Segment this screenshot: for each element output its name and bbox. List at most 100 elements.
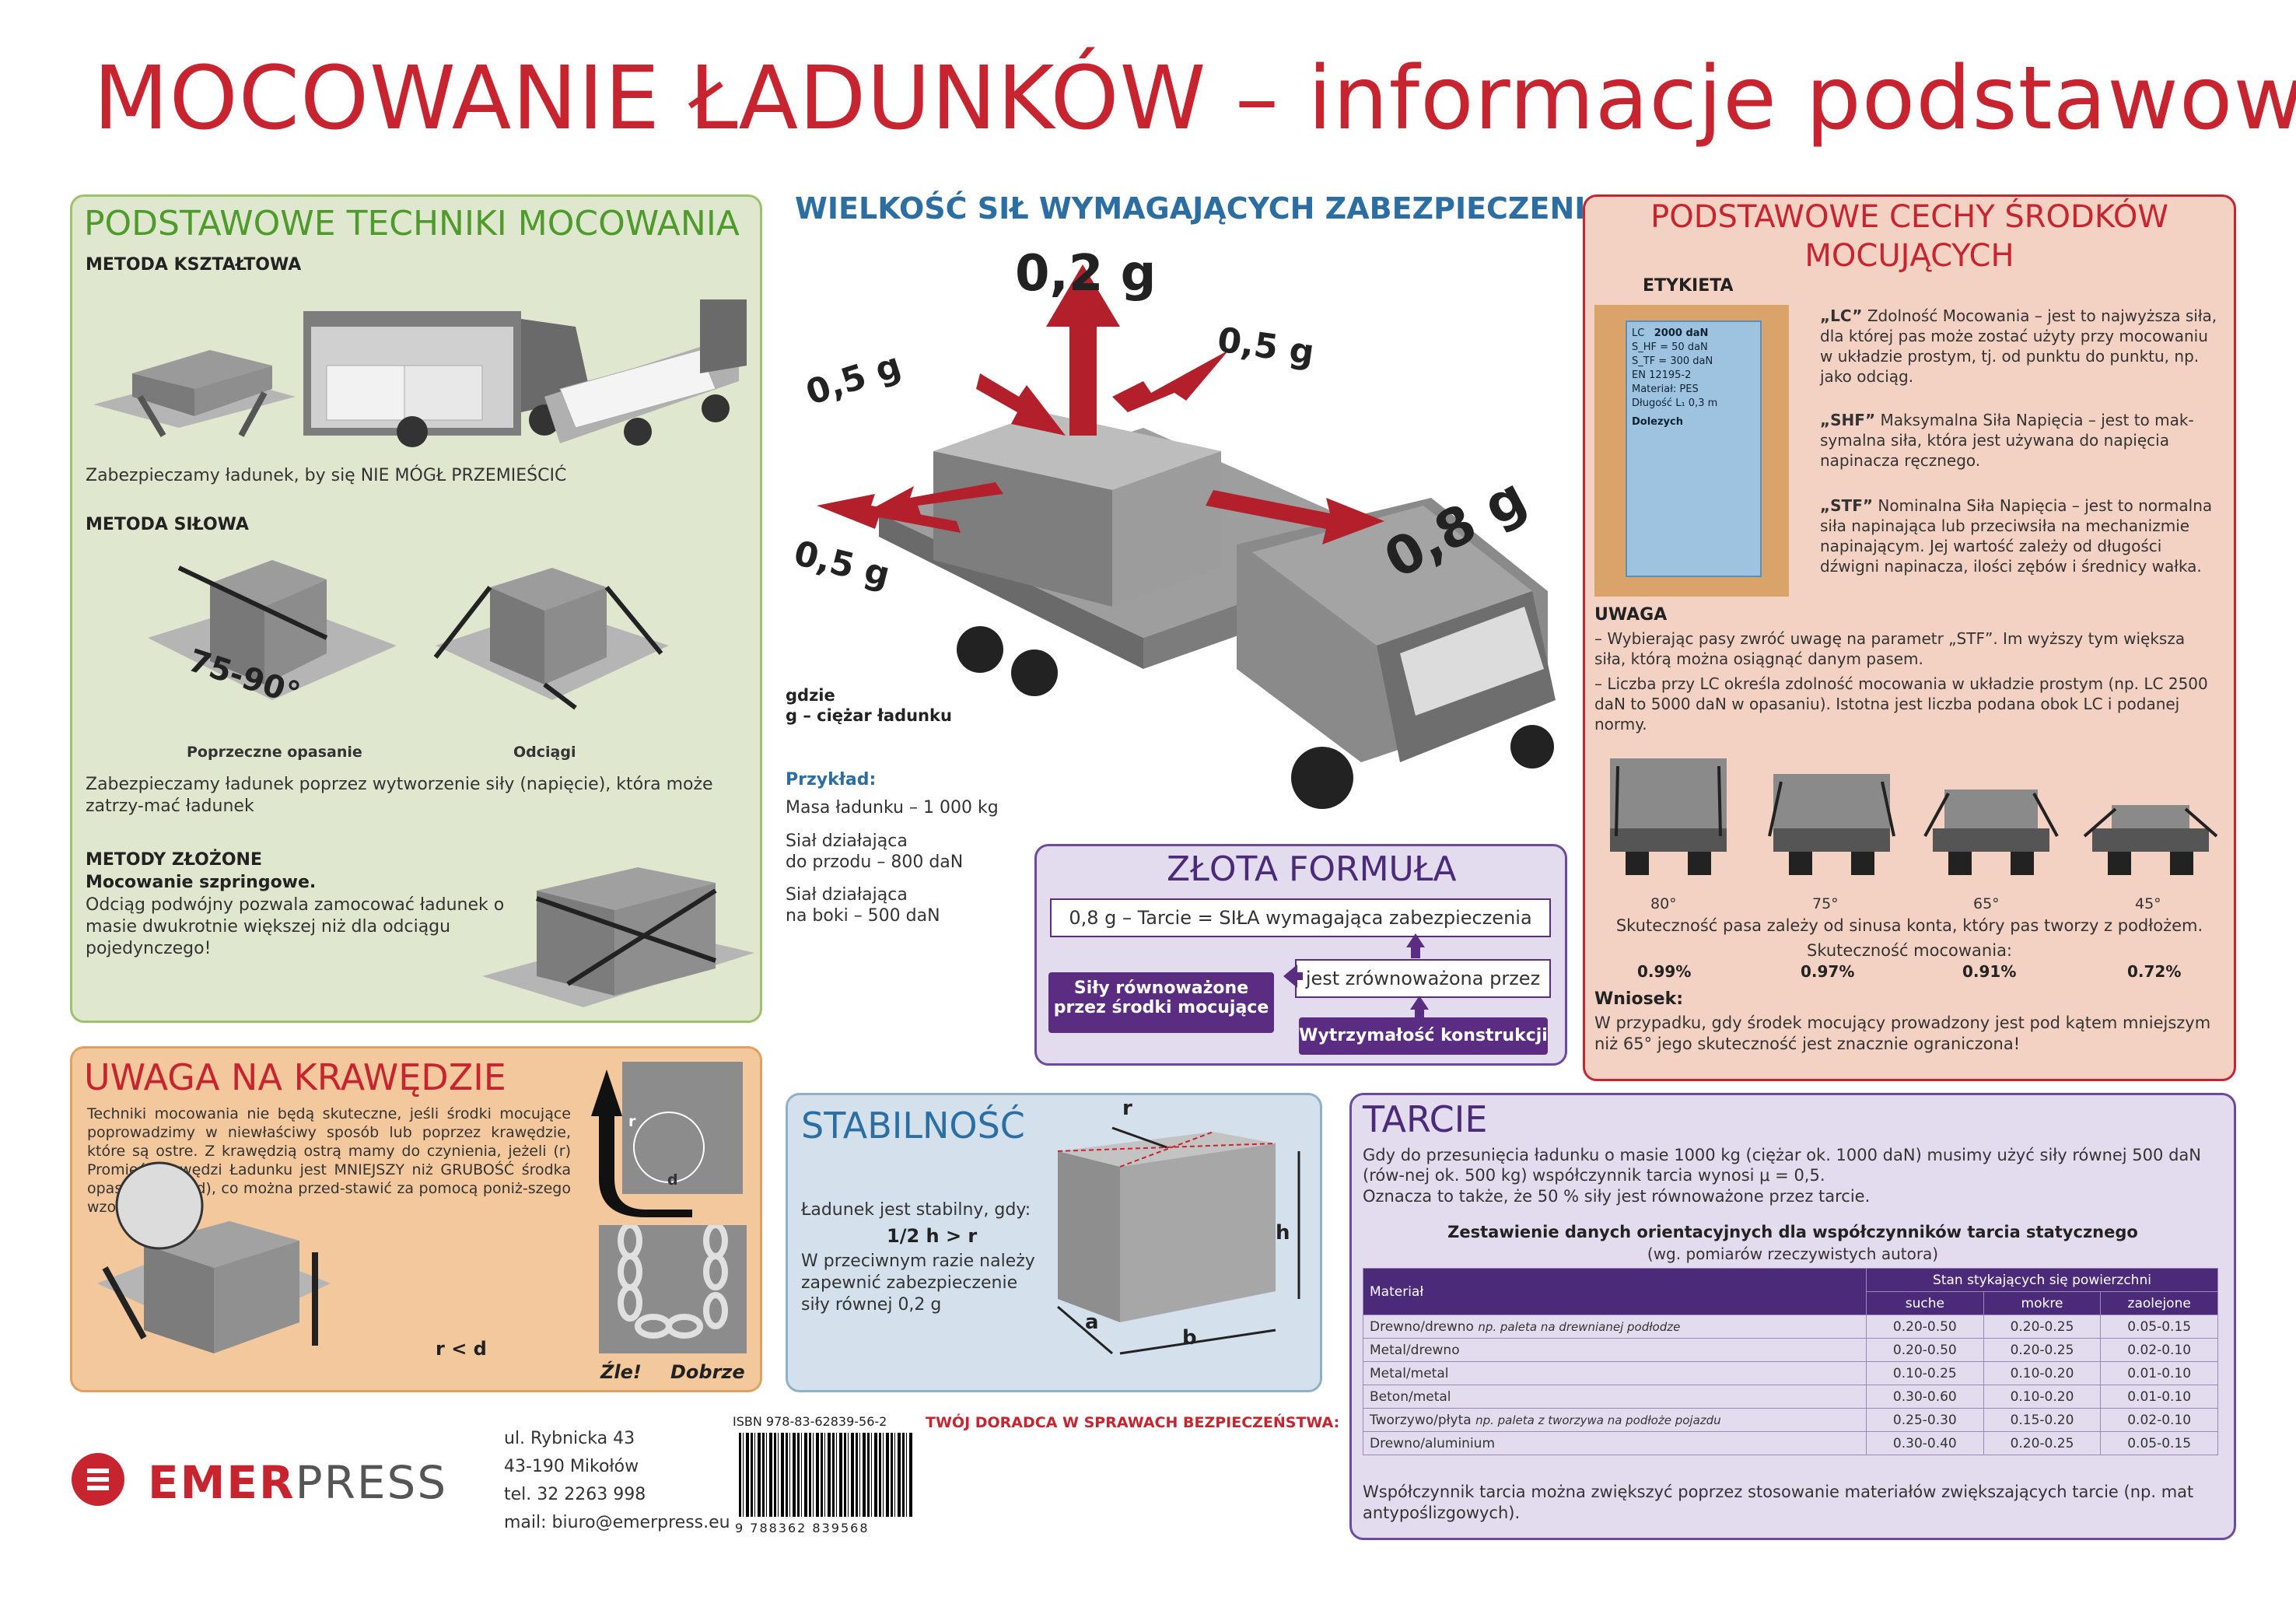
isbn: ISBN 978-83-62839-56-2 [733,1414,887,1429]
emerpress-logo-icon [72,1453,124,1506]
force-method-title: METODA SIŁOWA [86,515,249,534]
eff-75: 0.97% [1801,962,1855,981]
barcode-digits: 9 788362 839568 [735,1521,870,1535]
guy-lines-illustration [433,568,669,710]
construction-strength-box: Wytrzymałość konstrukcji [1299,1017,1548,1055]
cross-lashing-illustration [148,560,397,700]
eff-45: 0.72% [2127,962,2182,981]
col-wet: mokre [1983,1291,2102,1315]
formula-balanced: jest zrównoważona przez [1295,959,1551,998]
angle-45: 45° [2135,895,2161,912]
forces-heading: WIELKOŚĆ SIŁ WYMAGAJĄCYCH ZABEZPIECZENIA [795,191,1608,226]
caption-cross: Poprzeczne opasanie [187,744,362,761]
friction-text-2: Oznacza to także, że 50 % siły jest równ… [1363,1187,1871,1206]
edge-d-label: d [667,1171,678,1189]
formula-heading: ZŁOTA FORMUŁA [1167,849,1457,889]
barcode [739,1433,914,1517]
friction-heading: TARCIE [1363,1098,1488,1140]
stability-h: h [1276,1221,1290,1245]
formula-arrows [1283,933,1429,1017]
techniques-heading: PODSTAWOWE TECHNIKI MOCOWANIA [84,204,740,243]
edge-bad-label: Źle! [600,1361,642,1383]
angle-65: 65° [1973,895,2000,912]
table-row: Drewno/drewno np. paleta na drewnianej p… [1363,1315,2218,1339]
stability-a: a [1085,1311,1099,1334]
friction-text-1: Gdy do przesunięcia ładunku o masie 1000… [1363,1146,2201,1185]
spring-title: Mocowanie szpringowe. [86,873,317,892]
example-title: Przykład: [786,770,877,789]
note-1: – Wybierając pasy zwróć uwagę na paramet… [1594,629,2186,668]
stability-b: b [1182,1326,1197,1350]
example-mass: Masa ładunku – 1 000 kg [786,798,999,818]
form-method-title: METODA KSZTAŁTOWA [86,255,302,275]
edges-formula: r < d [436,1338,487,1360]
stability-text-2: W przeciwnym razie należy zapewnić zabez… [801,1252,1035,1315]
caption-guys: Odciągi [513,744,576,761]
address-email: mail: biuro@emerpress.eu [504,1513,730,1532]
stability-r: r [1122,1097,1132,1120]
stability-box-illustration [1057,1126,1300,1355]
edge-r-label: r [628,1113,636,1130]
friction-table-sub: (wg. pomiarów rzeczywistych autora) [1647,1245,1939,1263]
angle-trucks-illustration [1610,758,2218,875]
edges-illustration [97,1161,331,1353]
shf-desc: „SHF” Maksymalna Siła Napięcia – jest to… [1820,411,2194,470]
note-title: UWAGA [1594,605,1668,625]
truck-forces-illustration [817,264,1556,809]
example-front-2: do przodu – 800 daN [786,853,964,872]
form-method-illustration [93,299,747,447]
col-dry: suche [1866,1291,1984,1315]
conclusion-title: Wniosek: [1594,989,1684,1009]
angle-75: 75° [1812,895,1839,912]
friction-footer: Współczynnik tarcia można zwiększyć popr… [1363,1483,2194,1522]
stability-text-1: Ładunek jest stabilny, gdy: [801,1200,1031,1220]
chain-illustration [599,1225,747,1353]
stability-rule: 1/2 h > r [887,1225,978,1247]
edges-heading: UWAGA NA KRAWĘDZIE [84,1056,506,1098]
address-street: ul. Rybnicka 43 [504,1429,635,1448]
col-oily: zaolejone [2100,1291,2218,1315]
example-side-1: Siał działająca [786,885,908,905]
edge-radius-illustration [591,1062,743,1217]
address-phone: tel. 32 2263 998 [504,1485,646,1504]
form-method-text: Zabezpieczamy ładunek, by się NIE MÓGŁ P… [86,466,567,485]
col-group: Stan stykających się powierzchni [1866,1268,2218,1292]
table-row: Tworzywo/płyta np. paleta z tworzywa na … [1363,1408,2218,1432]
example-side-2: na boki – 500 daN [786,906,940,926]
note-2: – Liczba przy LC określa zdolność mocowa… [1594,674,2208,733]
example-front-1: Siał działająca [786,832,908,851]
brand-name: EMERPRESS [148,1456,448,1509]
friction-table: Materiał Stan stykających się powierzchn… [1363,1268,2218,1455]
lc-desc: „LC” Zdolność Mocowania – jest to najwyż… [1820,306,2217,386]
label-caption: ETYKIETA [1643,276,1734,296]
eff-80: 0.99% [1637,962,1692,981]
slogan: TWÓJ DORADCA W SPRAWACH BEZPIECZEŃSTWA: [926,1414,1340,1431]
formula-line: 0,8 g – Tarcie = SIŁA wymagająca zabezpi… [1050,898,1551,937]
features-heading-2: MOCUJĄCYCH [1804,238,2014,274]
balanced-forces-box: Siły równoważone przez środki mocujące [1048,972,1274,1033]
spring-lashing-illustration [482,867,754,1007]
eff-65: 0.91% [1962,962,2017,981]
address-city: 43-190 Mikołów [504,1457,639,1476]
complex-method-title: METODY ZŁOŻONE [86,850,262,870]
features-heading-1: PODSTAWOWE CECHY ŚRODKÓW [1650,199,2168,235]
stability-heading: STABILNOŚĆ [801,1105,1025,1147]
stf-desc: „STF” Nominalna Siła Napięcia – jest to … [1820,496,2213,576]
force-up: 0,2 g [1015,245,1157,303]
force-method-text: Zabezpieczamy ładunek poprzez wytworzeni… [86,775,713,816]
conclusion-text: W przypadku, gdy środek mocujący prowadz… [1594,1014,2211,1053]
friction-table-title: Zestawienie danych orientacyjnych dla ws… [1447,1223,2138,1241]
edges-text: Techniki mocowania nie będą skuteczne, j… [87,1105,571,1216]
where-line-1: gdzie [786,686,835,705]
label-photo: LC 2000 daN S_HF = 50 daN S_TF = 300 daN… [1594,305,1789,597]
where-line-2: g – ciężar ładunku [786,706,952,725]
angle-80: 80° [1650,895,1677,912]
page-title: MOCOWANIE ŁADUNKÓW – informacje podstawo… [93,48,2296,149]
edge-good-label: Dobrze [670,1361,745,1383]
col-material: Materiał [1363,1268,1867,1315]
angle-text: Skuteczność pasa zależy od sinusa konta,… [1615,916,2203,935]
